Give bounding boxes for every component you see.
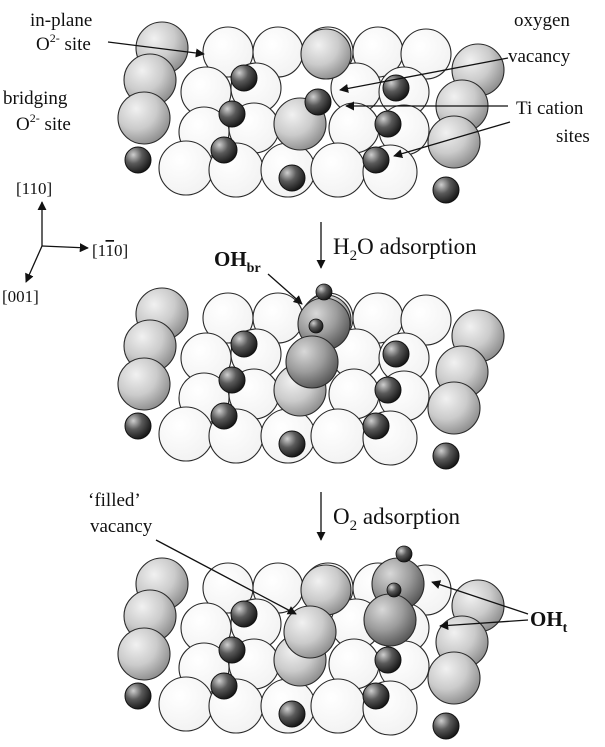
label-h2o-adsorption: H2O adsorption xyxy=(333,234,477,264)
axis-110-label: [110] xyxy=(16,179,52,198)
label-in-plane-line2: O2- site xyxy=(36,31,91,55)
hydrogen-atom xyxy=(386,582,402,598)
titanium-cation-atom xyxy=(210,402,238,430)
in-plane-oxygen-atom xyxy=(400,28,452,80)
titanium-cation-atom xyxy=(210,136,238,164)
titanium-cation-atom xyxy=(362,682,390,710)
label-oh-bridging: OHbr xyxy=(214,247,261,276)
titanium-cation-atom xyxy=(382,340,410,368)
titanium-cation-atom xyxy=(278,700,306,728)
titanium-cation-atom xyxy=(382,74,410,102)
label-bridging-line2: O2- site xyxy=(16,111,71,135)
titanium-cation-atom xyxy=(432,442,460,470)
crystal-axes: [110] [110] [001] xyxy=(2,179,128,306)
in-plane-oxygen-atom xyxy=(310,408,366,464)
arrow-oh-terminal-1 xyxy=(431,580,529,615)
bridging-oxygen-atom xyxy=(117,357,171,411)
titanium-cation-atom xyxy=(124,146,152,174)
axis-1-10-arrow xyxy=(41,243,89,253)
arrow-oh-bridging xyxy=(267,273,303,305)
titanium-cation-atom xyxy=(374,376,402,404)
titanium-cation-atom xyxy=(362,412,390,440)
arrow-filled-vacancy xyxy=(155,539,297,615)
label-filled-line2: vacancy xyxy=(90,516,153,537)
in-plane-oxygen-atom xyxy=(158,676,214,732)
titanium-cation-atom xyxy=(124,682,152,710)
label-oxygen-vacancy-line1: oxygen xyxy=(514,10,570,31)
arrow-oh-terminal-2 xyxy=(439,619,529,630)
bridging-oxygen-atom xyxy=(427,115,481,169)
titanium-cation-atom xyxy=(374,646,402,674)
label-oxygen-vacancy-line2: vacancy xyxy=(508,46,571,67)
bridging-oxygen-atom xyxy=(427,381,481,435)
axis-1-10-label: [110] xyxy=(92,241,128,260)
in-plane-oxygen-atom xyxy=(310,142,366,198)
bridging-oxygen-atom xyxy=(117,627,171,681)
arrow-in-plane xyxy=(107,41,205,58)
titanium-cation-atom xyxy=(230,64,258,92)
hydrogen-atom xyxy=(395,545,413,563)
titanium-cation-atom xyxy=(432,712,460,740)
filled-vacancy-oxygen-atom xyxy=(283,605,337,659)
label-filled-line1: ‘filled’ xyxy=(88,490,141,511)
surface-slab-oh-terminal xyxy=(117,545,505,740)
titanium-cation-atom xyxy=(362,146,390,174)
in-plane-oxygen-atom xyxy=(310,678,366,734)
hydroxyl-oxygen-atom xyxy=(363,593,417,647)
hydrogen-atom xyxy=(308,318,324,334)
in-plane-oxygen-atom xyxy=(158,406,214,462)
surface-slab-oh-bridging xyxy=(117,283,505,470)
titanium-cation-atom xyxy=(210,672,238,700)
titanium-cation-atom xyxy=(230,600,258,628)
label-ti-cation-line2: sites xyxy=(556,126,590,147)
titanium-cation-atom xyxy=(374,110,402,138)
bridging-oxygen-atom xyxy=(300,28,352,80)
label-o2-adsorption: O2 adsorption xyxy=(333,504,460,534)
label-ti-cation-line1: Ti cation xyxy=(516,98,584,119)
axis-001-arrow xyxy=(25,245,43,283)
label-bridging-line1: bridging xyxy=(3,88,68,109)
bridging-oxygen-atom xyxy=(117,91,171,145)
arrow-oxygen-vacancy xyxy=(339,57,509,93)
titanium-cation-atom xyxy=(218,636,246,664)
axis-001-label: [001] xyxy=(2,287,39,306)
titanium-cation-atom xyxy=(432,176,460,204)
titanium-cation-atom xyxy=(278,430,306,458)
label-in-plane-line1: in-plane xyxy=(30,10,92,31)
titanium-cation-atom xyxy=(230,330,258,358)
surface-slab-clean xyxy=(117,21,505,204)
titanium-cation-atom xyxy=(124,412,152,440)
in-plane-oxygen-atom xyxy=(158,140,214,196)
in-plane-oxygen-atom xyxy=(400,294,452,346)
titanium-cation-atom xyxy=(304,88,332,116)
titanium-cation-atom xyxy=(218,366,246,394)
titanium-cation-atom xyxy=(278,164,306,192)
titanium-cation-atom xyxy=(218,100,246,128)
label-oh-terminal: OHt xyxy=(530,607,568,636)
hydrogen-atom xyxy=(315,283,333,301)
arrow-ti-cation-2 xyxy=(393,121,511,159)
hydroxyl-oxygen-atom xyxy=(285,335,339,389)
bridging-oxygen-atom xyxy=(427,651,481,705)
